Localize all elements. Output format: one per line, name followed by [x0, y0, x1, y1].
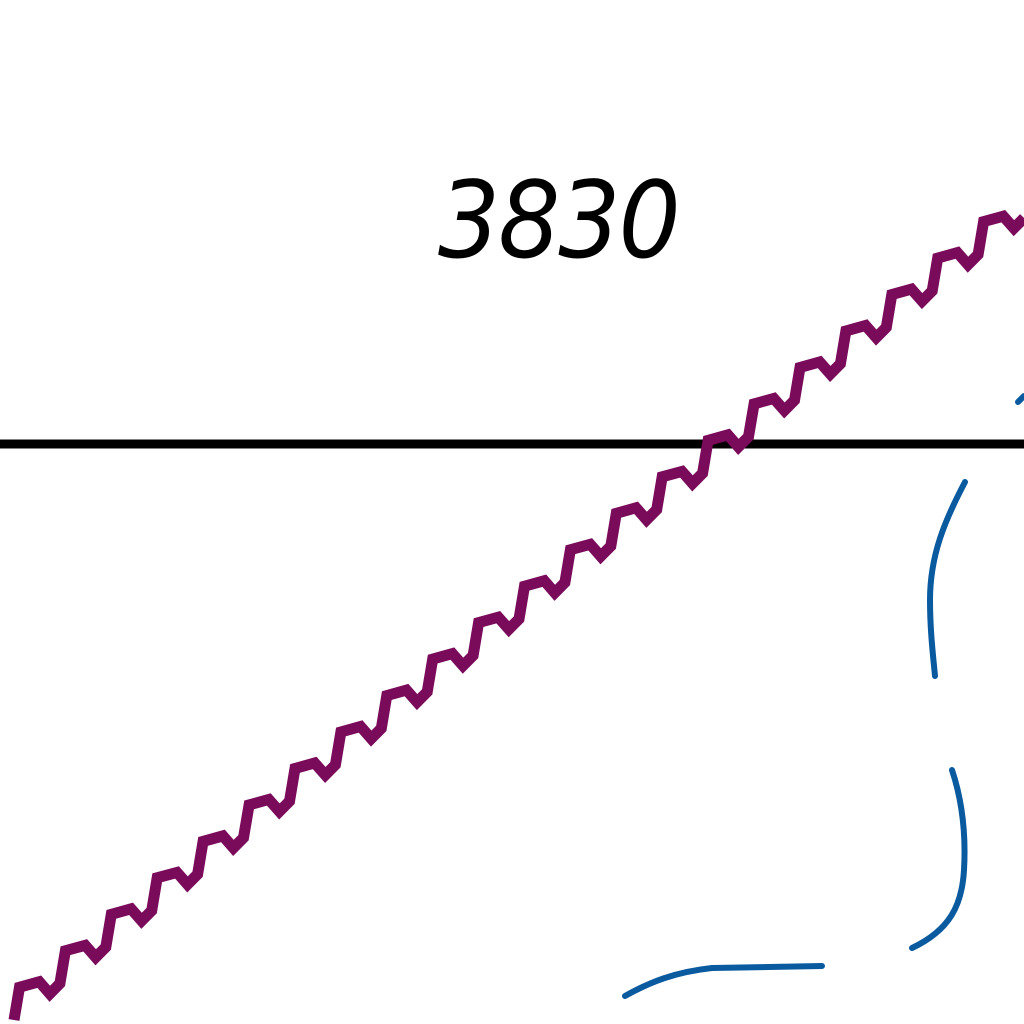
blue-curve-left-arc — [926, 479, 968, 679]
zigzag-boundary-line — [8, 209, 1024, 1021]
blue-curve-right-arc — [909, 767, 968, 951]
blue-curve-bottom — [622, 963, 825, 999]
map-label-3830: 3830 — [438, 159, 681, 282]
blue-curve-top-right — [1015, 393, 1024, 405]
